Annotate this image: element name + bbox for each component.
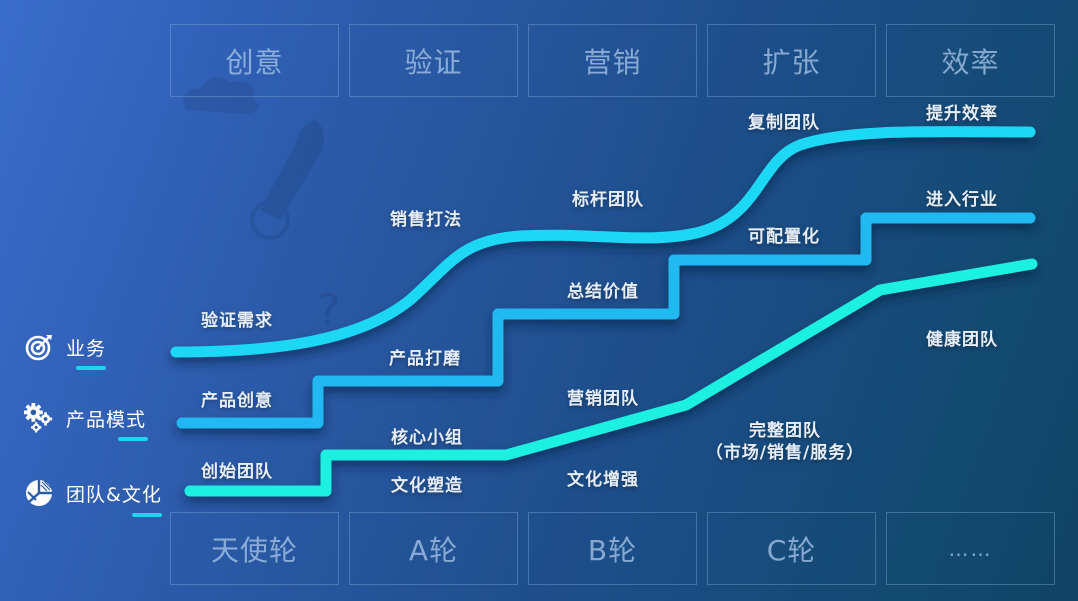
svg-text:?: ?	[317, 285, 340, 336]
target-icon	[24, 332, 54, 362]
pie-chart-icon	[24, 478, 54, 508]
product-label-summarize-value: 总结价值	[567, 282, 639, 302]
team-label-healthy-team: 健康团队	[926, 330, 998, 350]
business-label-sales-playbook: 销售打法	[390, 210, 462, 230]
team-label-core-group: 核心小组	[391, 428, 463, 448]
gears-icon	[24, 403, 54, 433]
stage-box-validate: 验证	[349, 24, 518, 97]
product-label-polish: 产品打磨	[389, 349, 461, 369]
stage-box-creative: 创意	[170, 24, 339, 97]
team-label-culture-shaping: 文化塑造	[391, 476, 463, 496]
background-doodle-rocket-icon	[250, 120, 324, 240]
legend-label-team-culture: 团队&文化	[66, 480, 162, 517]
product-track-line	[176, 212, 1036, 429]
business-label-validate-demand: 验证需求	[201, 311, 273, 331]
stage-box-efficiency: 效率	[886, 24, 1055, 97]
product-label-enter-industry: 进入行业	[926, 190, 998, 210]
background-doodle-question-icon: ?	[317, 285, 340, 336]
round-box-b: B轮	[528, 512, 697, 585]
round-box-more: ……	[886, 512, 1055, 585]
round-box-angel: 天使轮	[170, 512, 339, 585]
stage-box-expansion: 扩张	[707, 24, 876, 97]
round-box-c: C轮	[707, 512, 876, 585]
business-label-replicate-team: 复制团队	[748, 113, 820, 133]
stage-box-marketing: 营销	[528, 24, 697, 97]
legend-underline	[118, 436, 148, 441]
legend-underline	[76, 365, 106, 370]
team-label-complete-team: 完整团队 （市场/销售/服务）	[700, 420, 870, 464]
team-label-founding-team: 创始团队	[201, 462, 273, 482]
background-doodle-cloud-icon	[183, 77, 259, 114]
legend-label-business: 业务	[66, 334, 106, 370]
business-label-benchmark-team: 标杆团队	[572, 190, 644, 210]
product-label-idea: 产品创意	[201, 391, 273, 411]
business-track-line	[170, 126, 1036, 358]
legend-underline	[132, 512, 162, 517]
team-label-culture-enhance: 文化增强	[567, 470, 639, 490]
legend-item-team-culture: 团队&文化	[24, 478, 162, 517]
legend-label-product-model: 产品模式	[66, 405, 148, 441]
team-track-line	[184, 258, 1038, 497]
business-label-improve-efficiency: 提升效率	[926, 104, 998, 124]
team-label-complete-team-detail: （市场/销售/服务）	[705, 443, 865, 463]
team-label-marketing-team: 营销团队	[567, 389, 639, 409]
product-label-configurable: 可配置化	[748, 227, 820, 247]
legend-item-product-model: 产品模式	[24, 403, 148, 441]
round-box-a: A轮	[349, 512, 518, 585]
team-label-complete-team-title: 完整团队	[749, 421, 821, 441]
legend-item-business: 业务	[24, 332, 106, 370]
